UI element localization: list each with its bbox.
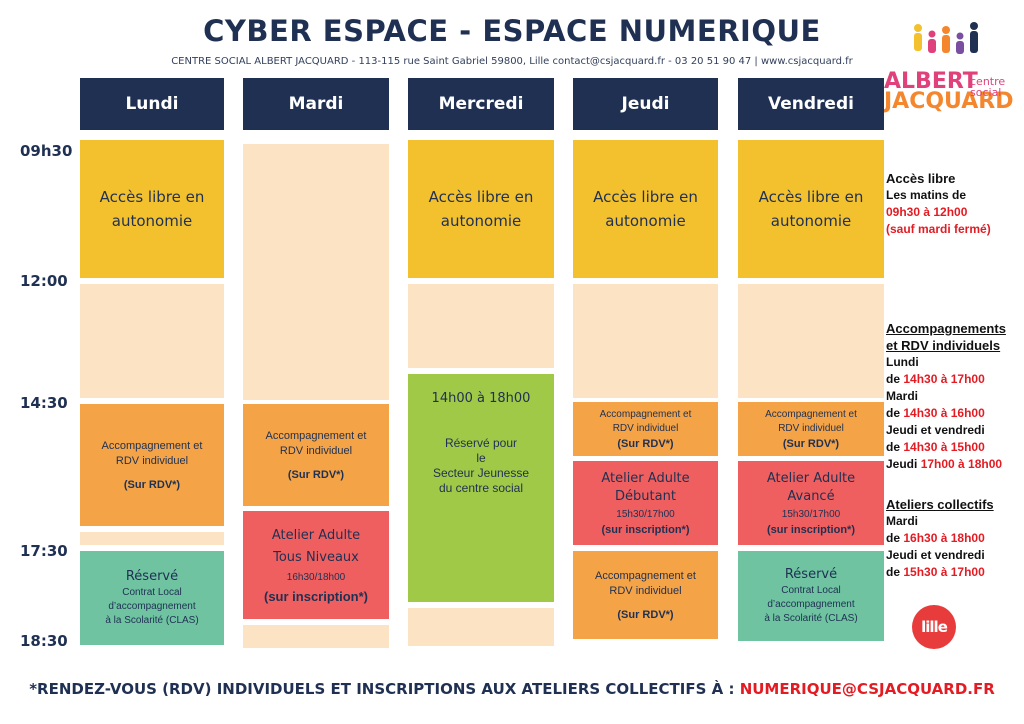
- jeudi-acces-libre: Accès libre en autonomie: [573, 140, 718, 278]
- day-header-vendredi: Vendredi: [738, 78, 884, 130]
- vendredi-empty-slot: [738, 284, 884, 398]
- time-label: 12:00: [20, 272, 68, 290]
- vendredi-acces-libre: Accès libre en autonomie: [738, 140, 884, 278]
- time-label: 14:30: [20, 394, 68, 412]
- mercredi-empty-slot: [408, 608, 554, 646]
- time-label: 17:30: [20, 542, 68, 560]
- mardi-empty-slot: [243, 144, 389, 400]
- page-title: CYBER ESPACE - ESPACE NUMERIQUE: [203, 14, 821, 48]
- day-header-jeudi: Jeudi: [573, 78, 718, 130]
- jeudi-accompagnement: Accompagnement et RDV individuel (Sur RD…: [573, 551, 718, 639]
- footer-note: *RENDEZ-VOUS (RDV) INDIVIDUELS ET INSCRI…: [29, 680, 995, 698]
- lundi-acces-libre: Accès libre en autonomie: [80, 140, 224, 278]
- mardi-accompagnement: Accompagnement et RDV individuel (Sur RD…: [243, 404, 389, 506]
- logo-word-2: JACQUARD: [884, 89, 1014, 114]
- lundi-empty-slot: [80, 532, 224, 545]
- day-header-mercredi: Mercredi: [408, 78, 554, 130]
- lille-logo: lille: [912, 605, 956, 649]
- time-label: 09h30: [20, 142, 73, 160]
- mardi-atelier: Atelier Adulte Tous Niveaux 16h30/18h00 …: [243, 511, 389, 619]
- albert-jacquard-logo: ALBERT JACQUARD centre social: [884, 20, 1014, 114]
- logo-word-1: ALBERT: [884, 69, 978, 94]
- jeudi-empty-slot: [573, 284, 718, 398]
- logo-tag-2: social: [970, 86, 1002, 99]
- day-header-lundi: Lundi: [80, 78, 224, 130]
- time-label: 18:30: [20, 632, 68, 650]
- vendredi-accompagnement: Accompagnement et RDV individuel (Sur RD…: [738, 402, 884, 456]
- jeudi-atelier: Atelier Adulte Débutant 15h30/17h00 (sur…: [573, 461, 718, 545]
- lundi-clas: Réservé Contrat Local d’accompagnement à…: [80, 551, 224, 645]
- family-figures-icon: [914, 22, 978, 54]
- contact-line: CENTRE SOCIAL ALBERT JACQUARD - 113-115 …: [171, 56, 853, 67]
- vendredi-atelier: Atelier Adulte Avancé 15h30/17h00 (sur i…: [738, 461, 884, 545]
- mardi-empty-slot: [243, 625, 389, 648]
- jeudi-accompagnement: Accompagnement et RDV individuel (Sur RD…: [573, 402, 718, 456]
- lundi-empty-slot: [80, 284, 224, 398]
- logo-tag-1: centre: [970, 75, 1006, 88]
- legend-acces-libre: Accès libre Les matins de 09h30 à 12h00 …: [886, 171, 991, 236]
- legend-accompagnements: Accompagnements et RDV individuels Lundi…: [886, 321, 1006, 471]
- mercredi-acces-libre: Accès libre en autonomie: [408, 140, 554, 278]
- mercredi-secteur-jeunesse: 14h00 à 18h00 Réservé pour le Secteur Je…: [408, 374, 554, 602]
- vendredi-clas: Réservé Contrat Local d’accompagnement à…: [738, 551, 884, 641]
- legend-ateliers: Ateliers collectifs Mardi de 16h30 à 18h…: [886, 497, 994, 579]
- lundi-accompagnement: Accompagnement et RDV individuel (Sur RD…: [80, 404, 224, 526]
- mercredi-empty-slot: [408, 284, 554, 368]
- footer-email-link[interactable]: NUMERIQUE@CSJACQUARD.FR: [739, 680, 995, 698]
- day-header-mardi: Mardi: [243, 78, 389, 130]
